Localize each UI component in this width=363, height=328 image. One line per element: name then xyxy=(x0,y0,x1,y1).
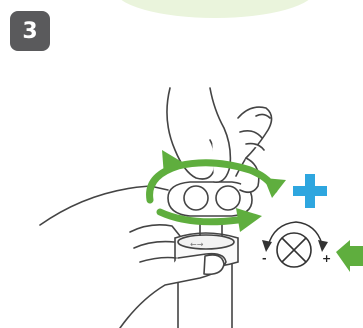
plus-icon xyxy=(293,174,327,208)
dial-icon xyxy=(262,222,328,267)
top-glow-decoration xyxy=(115,0,315,18)
upper-hand xyxy=(167,88,272,192)
rotate-arrowhead-bottom xyxy=(236,208,262,232)
arrow-left-icon xyxy=(336,240,363,272)
step-number-badge: 3 xyxy=(10,11,50,51)
rotate-arrowhead-right xyxy=(264,178,286,198)
dial-minus-label: - xyxy=(262,253,267,264)
svg-text:←→: ←→ xyxy=(190,240,204,249)
dial-plus-label: + xyxy=(322,253,331,264)
